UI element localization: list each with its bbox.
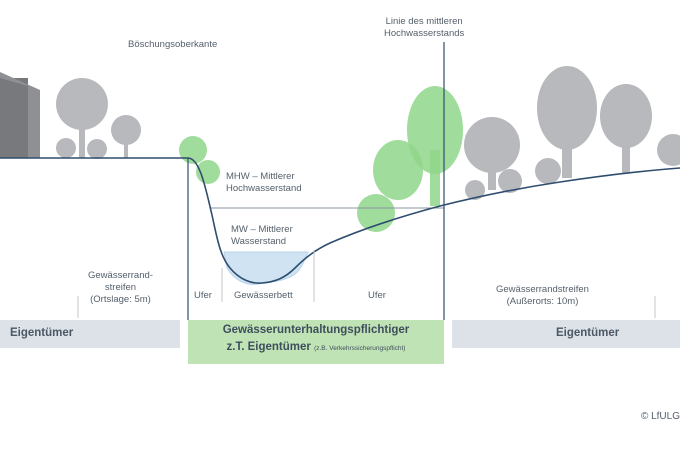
gewaesserbett-label: Gewässerbett xyxy=(234,290,293,301)
responsibility-subtitle: z.T. Eigentümer (z.B. Verkehrssicherungs… xyxy=(188,341,444,353)
responsibility-sub: z.T. Eigentümer xyxy=(226,341,311,353)
randstreifen-right-label-2: (Außerorts: 10m) xyxy=(506,296,579,307)
hochwasser-line-label-2: Hochwasserstands xyxy=(384,28,465,39)
owner-strip-left xyxy=(0,320,180,348)
ufer-left-label: Ufer xyxy=(194,290,212,301)
randstreifen-right-label: Gewässerrandstreifen (Außerorts: 10m) xyxy=(496,284,589,308)
building-roof xyxy=(0,72,40,158)
mhw-label-1: MHW – Mittlerer xyxy=(226,171,295,182)
responsibility-zone xyxy=(188,320,444,364)
responsibility-note: (z.B. Verkehrssicherungspflicht) xyxy=(314,345,406,352)
responsibility-title: Gewässerunterhaltungspflichtiger xyxy=(222,324,410,336)
mw-label-1: MW – Mittlerer xyxy=(231,224,293,235)
hochwasser-line-label-1: Linie des mittleren xyxy=(385,16,463,27)
water xyxy=(223,251,309,285)
mhw-label: MHW – Mittlerer Hochwasserstand xyxy=(226,171,302,195)
randstreifen-left-label: Gewässerrand- streifen (Ortslage: 5m) xyxy=(88,270,153,306)
ground-line xyxy=(0,157,680,284)
owner-right-label: Eigentümer xyxy=(556,327,620,339)
mhw-label-2: Hochwasserstand xyxy=(226,183,302,194)
owner-left-label: Eigentümer xyxy=(10,327,74,339)
copyright: © LfULG xyxy=(640,411,680,422)
randstreifen-left-label-3: (Ortslage: 5m) xyxy=(90,294,151,305)
tree-group-right xyxy=(464,66,680,200)
mw-label: MW – Mittlerer Wasserstand xyxy=(231,224,293,248)
randstreifen-right-label-1: Gewässerrandstreifen xyxy=(496,284,589,295)
building xyxy=(0,78,28,158)
boeschung-label: Böschungsoberkante xyxy=(128,39,218,50)
randstreifen-left-label-1: Gewässerrand- xyxy=(88,270,153,281)
randstreifen-left-label-2: streifen xyxy=(104,282,137,293)
hochwasser-line-label: Linie des mittleren Hochwasserstands xyxy=(384,16,464,40)
owner-strip-right xyxy=(452,320,680,348)
mw-label-2: Wasserstand xyxy=(231,236,287,247)
tree-group-green xyxy=(179,86,463,232)
ufer-right-label: Ufer xyxy=(368,290,386,301)
tree-group-left xyxy=(56,78,141,159)
